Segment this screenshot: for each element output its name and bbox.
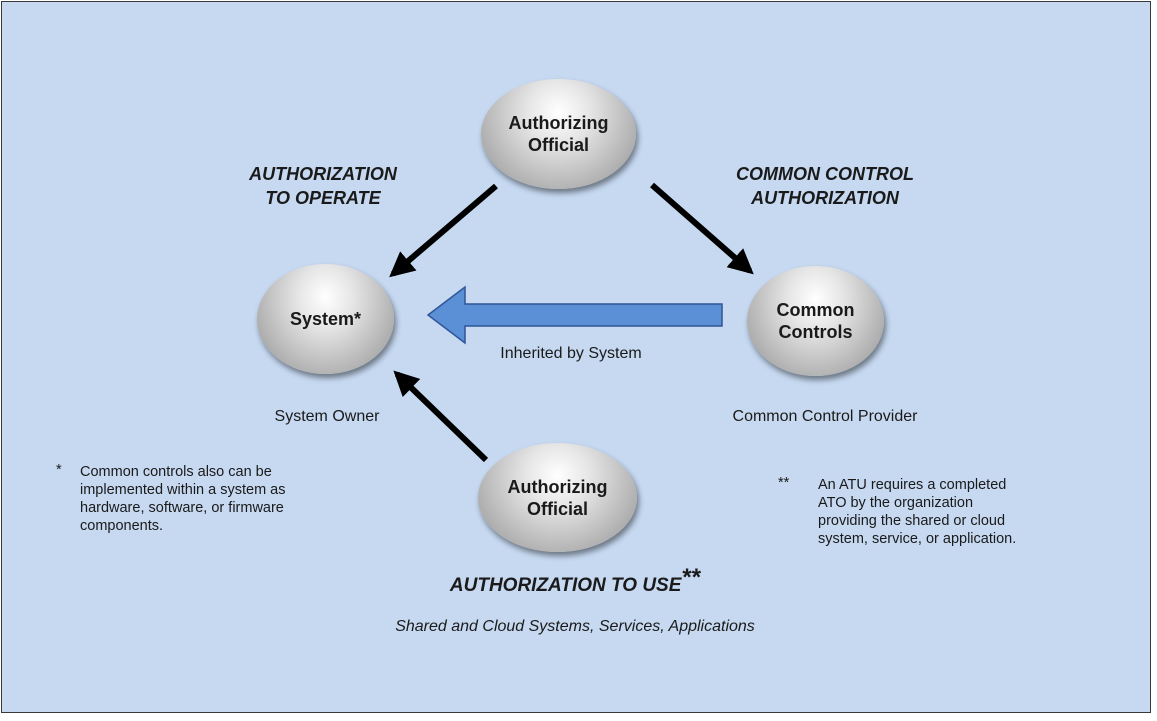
label-shared-cloud-systems: Shared and Cloud Systems, Services, Appl…: [395, 618, 755, 635]
label-line: AUTHORIZATION: [249, 164, 397, 184]
node-authorizing-official-top: Authorizing Official: [481, 79, 636, 189]
footnote-line: providing the shared or cloud: [818, 513, 1006, 529]
footnote-marker: *: [56, 462, 62, 478]
footnote-marker: **: [778, 475, 790, 491]
node-label-line: System*: [289, 309, 362, 329]
node-label-line: Official: [527, 135, 589, 155]
label-inherited-by-system: Inherited by System: [500, 345, 642, 362]
node-common-controls: Common Controls: [747, 266, 884, 376]
footnote-line: system, service, or application.: [818, 531, 1017, 547]
node-label-line: Authorizing: [507, 476, 608, 497]
label-line: AUTHORIZATION: [751, 188, 899, 208]
atu-text: AUTHORIZATION TO USE: [449, 575, 682, 596]
node-system: System*: [257, 264, 394, 374]
footnote-line: hardware, software, or firmware: [80, 500, 284, 516]
label-common-control-provider: Common Control Provider: [732, 408, 918, 425]
arrow-ao-bottom-to-system: [393, 370, 489, 463]
node-label-line: Authorizing: [508, 113, 609, 133]
label-line: COMMON CONTROL: [736, 164, 914, 184]
footnote-line: components.: [80, 518, 164, 534]
inherited-arrow: [426, 285, 723, 345]
label-system-owner: System Owner: [274, 408, 380, 425]
node-authorizing-official-bottom: Authorizing Official: [478, 443, 637, 552]
node-label-line: Common: [776, 300, 855, 320]
footnote-line: implemented within a system as: [80, 482, 286, 498]
node-label-line: Controls: [778, 322, 853, 342]
atu-marker: **: [681, 564, 701, 591]
label-authorization-to-operate: AUTHORIZATION TO OPERATE: [218, 162, 428, 210]
label-line: TO OPERATE: [265, 188, 381, 208]
footnote-line: ATO by the organization: [818, 495, 974, 511]
footnote-line: An ATU requires a completed: [818, 477, 1007, 493]
footnote-line: Common controls also can be: [80, 464, 272, 480]
label-authorization-to-use: AUTHORIZATION TO USE**: [395, 566, 755, 598]
arrow-ao-to-common-controls: [650, 182, 754, 275]
node-label-line: Official: [526, 498, 588, 519]
label-common-control-authorization: COMMON CONTROL AUTHORIZATION: [700, 162, 950, 210]
arrow-ao-to-system: [389, 183, 498, 278]
